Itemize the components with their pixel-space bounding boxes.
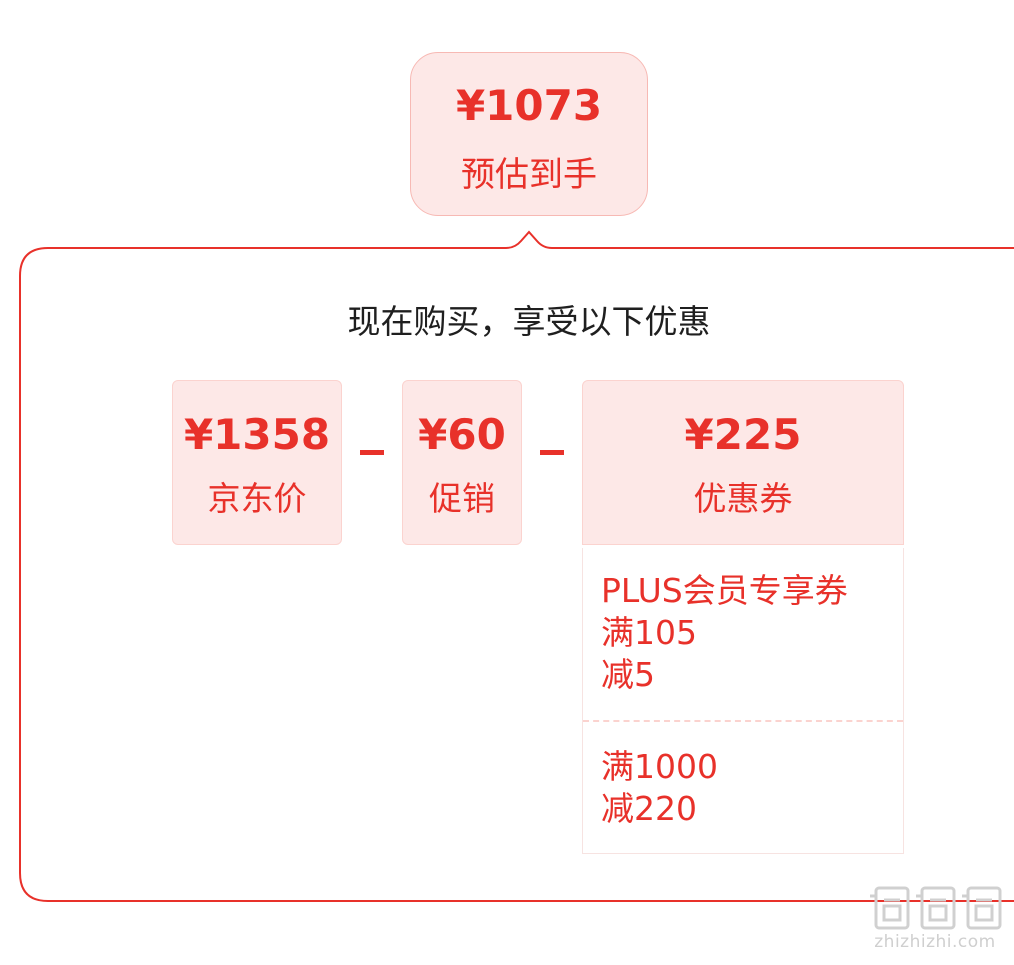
estimated-price-label: 预估到手 — [461, 155, 597, 195]
coupon-item: PLUS会员专享券 满105 减5 — [601, 570, 893, 696]
jd-price-label: 京东价 — [207, 479, 307, 518]
coupon-line: PLUS会员专享券 — [601, 571, 848, 610]
coupon-label: 优惠券 — [693, 479, 793, 518]
jd-price-box: ¥1358 京东价 — [172, 380, 342, 545]
jd-price-value: ¥1358 — [183, 410, 331, 459]
estimated-price-value: ¥1073 — [455, 81, 603, 130]
coupon-list: PLUS会员专享券 满105 减5 满1000 减220 — [582, 548, 904, 854]
coupon-line: 满1000 — [601, 747, 718, 786]
coupon-line: 减220 — [601, 789, 697, 828]
watermark: zhizhizhi.com — [860, 878, 1010, 964]
promotion-value: ¥60 — [418, 410, 506, 459]
coupon-line: 减5 — [601, 655, 655, 694]
discount-headline: 现在购买，享受以下优惠 — [347, 302, 711, 341]
promotion-box: ¥60 促销 — [402, 380, 522, 545]
coupon-box: ¥225 优惠券 — [582, 380, 904, 545]
watermark-logo-icon — [870, 886, 1002, 930]
minus-sign — [360, 450, 384, 455]
coupon-value: ¥225 — [684, 410, 802, 459]
minus-sign — [540, 450, 564, 455]
watermark-text: zhizhizhi.com — [874, 932, 996, 952]
coupon-item: 满1000 减220 — [601, 746, 893, 830]
coupon-line: 满105 — [601, 613, 697, 652]
estimated-price-bubble: ¥1073 预估到手 — [410, 52, 648, 216]
promotion-label: 促销 — [429, 479, 495, 518]
coupon-divider — [583, 720, 903, 722]
